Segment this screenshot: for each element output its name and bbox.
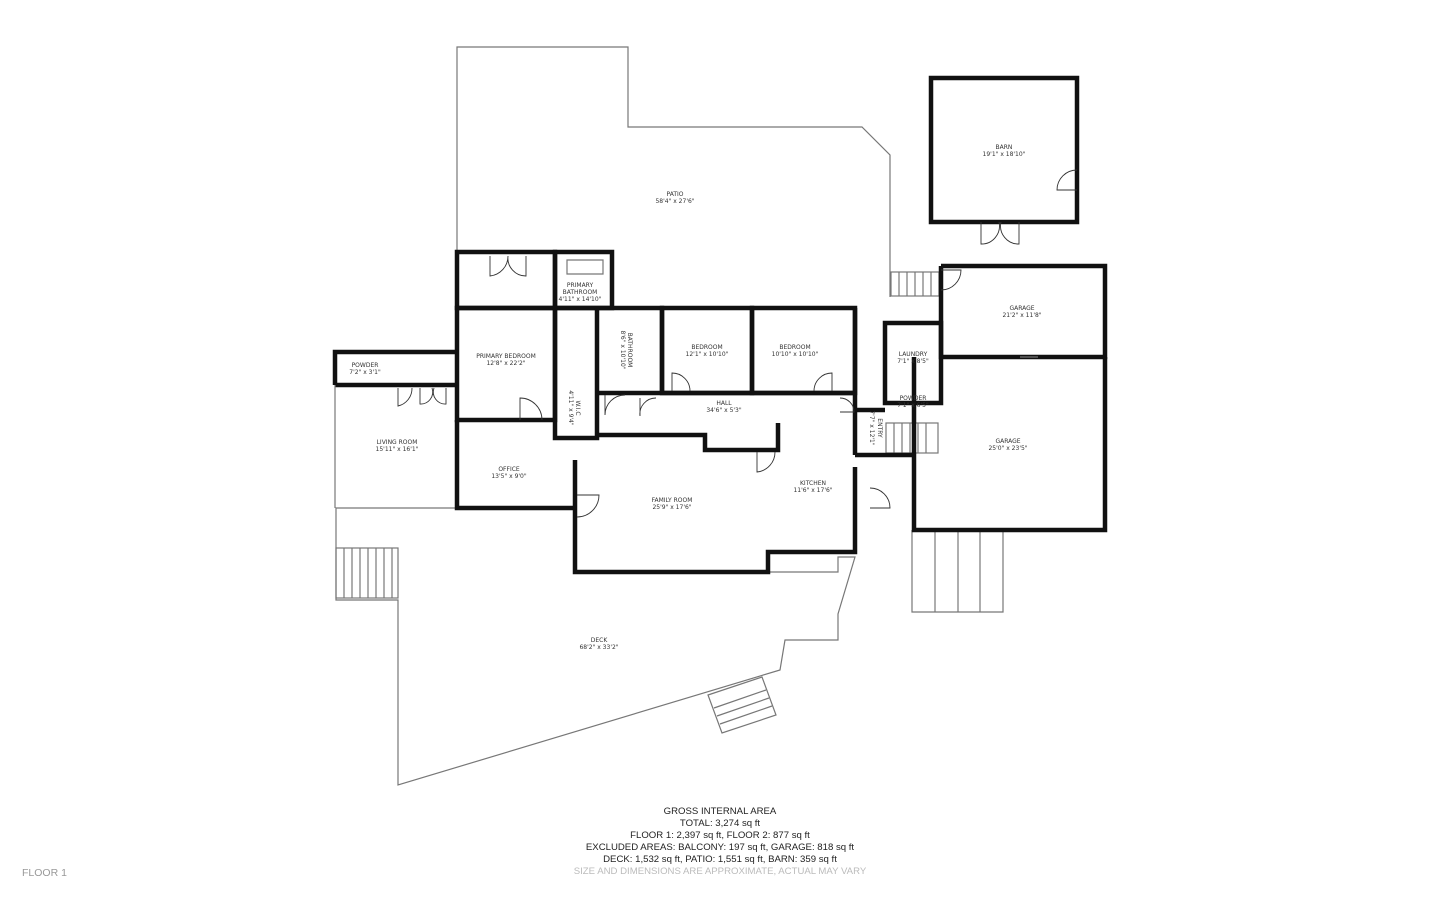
svg-text:BATHROOM: BATHROOM [563,289,598,296]
summary-excluded: EXCLUDED AREAS: BALCONY: 197 sq ft, GARA… [585,842,855,853]
svg-text:12'1" x 10'10": 12'1" x 10'10" [686,351,729,358]
svg-text:8'6" x 10'10": 8'6" x 10'10" [619,330,626,369]
svg-text:12'8" x 22'2": 12'8" x 22'2" [486,360,525,367]
summary-outdoor: DECK: 1,532 sq ft, PATIO: 1,551 sq ft, B… [603,854,837,865]
summary-total: TOTAL: 3,274 sq ft [679,818,761,829]
barn-door [980,221,1020,245]
svg-text:25'0" x 23'5": 25'0" x 23'5" [988,445,1027,452]
svg-text:68'2" x 33'2": 68'2" x 33'2" [579,644,618,651]
room-label-deck: DECK [591,637,609,644]
side-deck [911,530,1004,613]
svg-text:10'10" x 10'10": 10'10" x 10'10" [772,351,819,358]
room-label-powder-2: POWDER [900,395,927,402]
room-label-bedroom-2: BEDROOM [779,344,810,351]
room-label-living-room: LIVING ROOM [377,439,418,446]
room-label-powder: POWDER [352,362,379,369]
svg-text:19'1" x 18'10": 19'1" x 18'10" [983,151,1026,158]
room-label-kitchen: KITCHEN [800,480,826,487]
svg-text:13'5" x 9'0": 13'5" x 9'0" [491,473,527,480]
summary-floors: FLOOR 1: 2,397 sq ft, FLOOR 2: 877 sq ft [630,830,810,841]
room-label-hall: HALL [716,400,732,407]
svg-text:7'1" x 8'5": 7'1" x 8'5" [897,358,929,365]
floor-label: FLOOR 1 [22,867,67,879]
summary-disclaimer: SIZE AND DIMENSIONS ARE APPROXIMATE, ACT… [573,866,867,877]
deck-stairs-left [335,547,399,599]
svg-text:58'4" x 27'6": 58'4" x 27'6" [655,198,694,205]
room-label-family-room: FAMILY ROOM [652,497,693,504]
doors [397,255,962,518]
room-label-laundry: LAUNDRY [899,351,928,358]
svg-text:7'7" x 12'1": 7'7" x 12'1" [868,410,875,446]
svg-text:25'9" x 17'6": 25'9" x 17'6" [652,504,691,511]
room-label-barn: BARN [996,144,1013,151]
area-summary: GROSS INTERNAL AREA TOTAL: 3,274 sq ft F… [520,806,920,878]
patio-outline [456,46,891,297]
room-label-garage-2: GARAGE [995,438,1020,445]
room-label-bathroom: BATHROOM [626,333,633,368]
svg-text:34'6" x 5'3": 34'6" x 5'3" [706,407,742,414]
svg-text:4'11" x 9'4": 4'11" x 9'4" [567,390,574,426]
room-label-primary-bedroom: PRIMARY BEDROOM [476,353,536,360]
barn-walls [928,75,1080,225]
room-label-patio: PATIO [666,191,683,198]
room-label-wic: W.I.C [574,400,581,415]
svg-text:15'11" x 16'1": 15'11" x 16'1" [376,446,419,453]
svg-text:7'1" x 6'5": 7'1" x 6'5" [897,402,929,409]
room-label-primary-bathroom: PRIMARY [567,282,594,289]
svg-text:11'6" x 17'6": 11'6" x 17'6" [793,487,832,494]
svg-text:7'2" x 3'1": 7'2" x 3'1" [349,369,381,376]
summary-title: GROSS INTERNAL AREA [663,806,777,817]
house-walls [332,249,1108,575]
patio-stairs [890,271,940,297]
room-label-garage-1: GARAGE [1009,305,1034,312]
room-label-bedroom-1: BEDROOM [691,344,722,351]
deck-stairs-bottom [707,676,777,734]
svg-text:4'11" x 14'10": 4'11" x 14'10" [559,296,602,303]
room-label-office: OFFICE [498,466,520,473]
svg-text:21'2" x 11'8": 21'2" x 11'8" [1002,312,1041,319]
room-label-entry: ENTRY [876,418,883,438]
